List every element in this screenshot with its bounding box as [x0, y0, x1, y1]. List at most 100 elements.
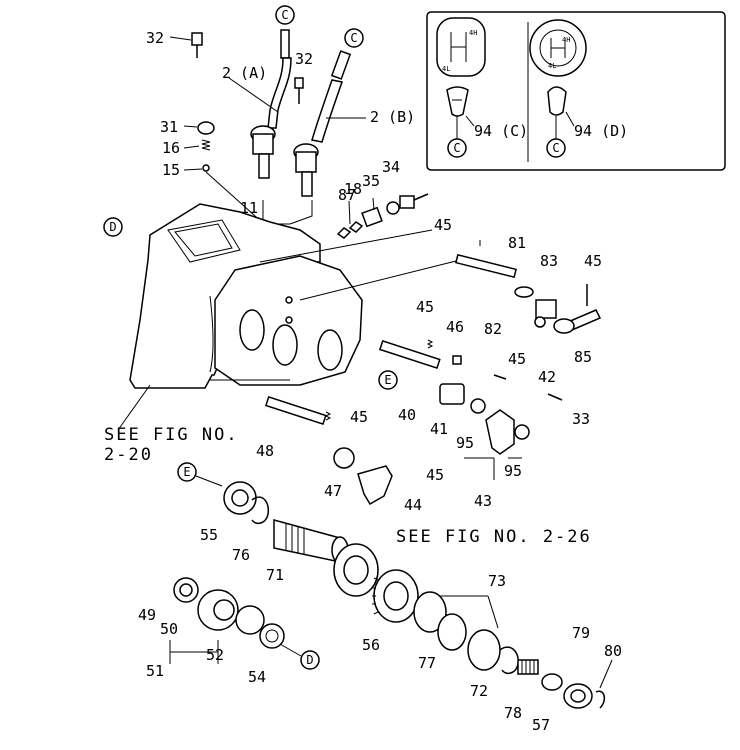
label-82: 82	[484, 320, 502, 338]
svg-text:4H: 4H	[469, 29, 477, 37]
shift-lever-2a: C	[228, 5, 295, 179]
snap-ring-76	[251, 496, 270, 525]
svg-text:C: C	[453, 141, 460, 155]
label-45c: 45	[416, 298, 434, 316]
svg-text:D: D	[306, 653, 313, 667]
svg-text:4L: 4L	[548, 62, 556, 70]
snap-ring-72	[499, 646, 519, 675]
snap-ring-80	[595, 659, 613, 709]
ring-52	[235, 605, 265, 635]
label-45f: 45	[426, 466, 444, 484]
label-77: 77	[418, 654, 436, 672]
knob-inset: 4H 4L 4H 4L 94 (C) 94 (D) C C	[426, 11, 726, 171]
rod-40	[378, 339, 441, 369]
bearing-49	[173, 577, 199, 603]
callout-c-lever-a: C	[281, 8, 288, 22]
label-47: 47	[324, 482, 342, 500]
label-56: 56	[362, 636, 380, 654]
label-45b: 45	[584, 252, 602, 270]
washer-79	[541, 673, 563, 691]
label-43: 43	[474, 492, 492, 510]
bolt-32b	[294, 77, 304, 104]
fork-47	[324, 411, 355, 469]
label-83: 83	[540, 252, 558, 270]
bolt-33	[547, 393, 563, 401]
label-49: 49	[138, 606, 156, 624]
shift-pattern-plate-d: 4H 4L	[529, 19, 587, 77]
label-45d: 45	[508, 350, 526, 368]
callout-d-case: D	[109, 220, 116, 234]
label-94c: 94 (C)	[474, 122, 528, 140]
label-79: 79	[572, 624, 590, 642]
label-57: 57	[532, 716, 550, 734]
fork-41	[439, 374, 507, 414]
label-71: 71	[266, 566, 284, 584]
label-81: 81	[508, 234, 526, 252]
see-fig-2-20-line1: SEE FIG NO.	[104, 425, 239, 445]
label-52: 52	[206, 646, 224, 664]
transmission-case: D	[103, 203, 461, 431]
label-46: 46	[446, 318, 464, 336]
rod-81	[455, 240, 534, 298]
label-54: 54	[248, 668, 266, 686]
callout-c-lever-b: C	[350, 31, 357, 45]
svg-text:4H: 4H	[562, 36, 570, 44]
label-51: 51	[146, 662, 164, 680]
callout-c-inset-1: C	[447, 138, 467, 158]
label-76: 76	[232, 546, 250, 564]
rod-87-18	[336, 197, 383, 239]
label-78: 78	[504, 704, 522, 722]
callout-e-shaft: E	[177, 462, 223, 487]
label-42: 42	[538, 368, 556, 386]
spring-16	[183, 139, 211, 151]
switch-34-35	[386, 193, 429, 215]
label-44: 44	[404, 496, 422, 514]
bolt-32a	[169, 32, 203, 58]
label-40: 40	[398, 406, 416, 424]
label-48: 48	[256, 442, 274, 460]
shift-lever-2b: C	[293, 28, 366, 197]
bearing-57	[563, 683, 593, 709]
fork-43	[464, 409, 530, 480]
label-73: 73	[488, 572, 506, 590]
ball-15	[183, 164, 265, 225]
ring-set-73	[413, 591, 501, 671]
fork-44	[357, 465, 393, 506]
label-45a: 45	[434, 216, 452, 234]
shift-pattern-plate-c: 4H 4L	[436, 17, 486, 77]
ring-54	[259, 623, 285, 649]
svg-text:4L: 4L	[442, 65, 450, 73]
label-41: 41	[430, 420, 448, 438]
label-87: 87	[338, 186, 356, 204]
callout-e-rod: E	[378, 370, 398, 390]
label-72: 72	[470, 682, 488, 700]
label-80: 80	[604, 642, 622, 660]
label-18: 18	[344, 180, 362, 198]
label-95a: 95	[456, 434, 474, 452]
label-2b: 2 (B)	[370, 108, 415, 126]
label-32b: 32	[295, 50, 313, 68]
shift-knob-d	[547, 86, 567, 140]
svg-text:E: E	[384, 373, 391, 387]
label-94d: 94 (D)	[574, 122, 628, 140]
bearing-55	[223, 481, 257, 515]
rod-48	[264, 395, 327, 425]
svg-text:E: E	[183, 465, 190, 479]
gear-50	[197, 589, 239, 631]
cap-31	[183, 121, 215, 135]
label-85: 85	[574, 348, 592, 366]
gear-hub	[333, 543, 379, 597]
label-11: 11	[240, 199, 258, 217]
pin-46	[452, 355, 462, 365]
label-15: 15	[162, 161, 180, 179]
label-33: 33	[572, 410, 590, 428]
needle-bearing-78	[517, 659, 539, 675]
label-55: 55	[200, 526, 218, 544]
spring-45c	[426, 339, 434, 349]
see-fig-2-26: SEE FIG NO. 2-26	[396, 527, 592, 547]
label-45e: 45	[350, 408, 368, 426]
label-31: 31	[160, 118, 178, 136]
label-2a: 2 (A)	[222, 64, 267, 82]
label-16: 16	[162, 139, 180, 157]
